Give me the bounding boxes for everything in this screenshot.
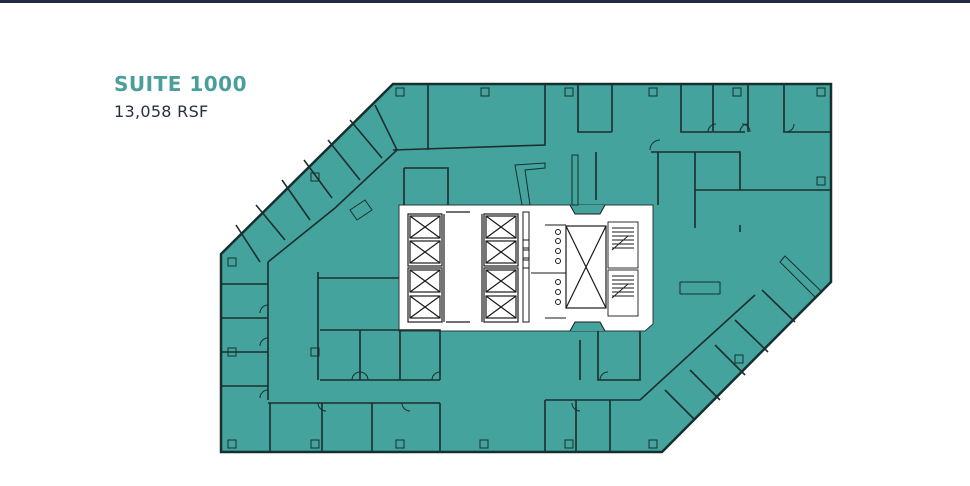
columns [227, 87, 826, 449]
fixtures [349, 154, 823, 299]
toilet-icons [555, 229, 561, 305]
core-corridor [569, 204, 606, 332]
elevator-bank-right [443, 211, 519, 323]
suite-area: 13,058 RSF [114, 102, 209, 121]
stairwells [607, 221, 639, 317]
shaft [565, 225, 607, 309]
elevator-bank-left [407, 213, 443, 323]
building-core [398, 204, 654, 332]
top-bar [0, 0, 970, 3]
interior-walls [221, 84, 831, 452]
restrooms [522, 211, 566, 323]
door-swings [259, 123, 795, 412]
suite-title: SUITE 1000 [114, 72, 248, 96]
